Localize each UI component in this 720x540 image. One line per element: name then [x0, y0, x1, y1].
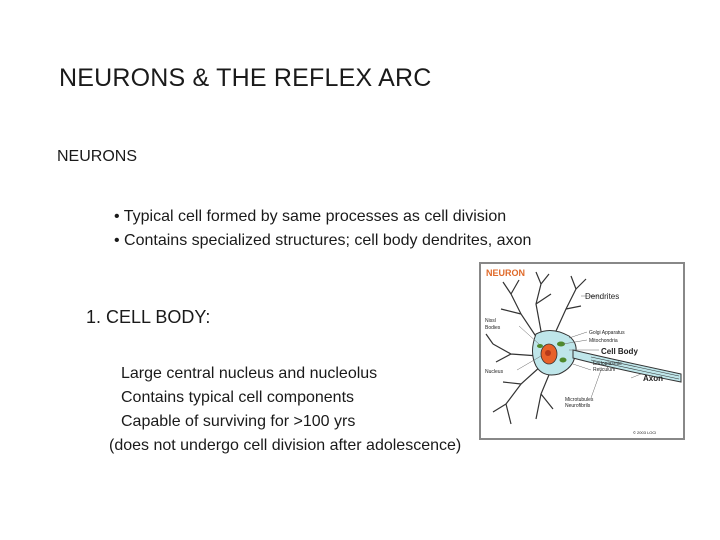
- section-subheading: NEURONS: [57, 148, 138, 165]
- neuron-illustration: NEURON: [485, 268, 682, 435]
- bullet-text: Typical cell formed by same processes as…: [123, 208, 507, 225]
- slide-title: NEURONS & THE REFLEX ARC: [59, 64, 432, 92]
- neurofibril-lines: [590, 356, 680, 380]
- bullet-item: • Typical cell formed by same processes …: [114, 208, 507, 225]
- detail-line: Contains typical cell components: [121, 389, 355, 406]
- label-cell-body: Cell Body: [601, 347, 638, 356]
- numbered-heading: 1. CELL BODY:: [86, 307, 211, 327]
- bullet-item: • Contains specialized structures; cell …: [114, 232, 532, 249]
- neuron-diagram: NEURON: [479, 262, 685, 440]
- cell-body-details: Large central nucleus and nucleolus Cont…: [109, 362, 461, 458]
- detail-line: Large central nucleus and nucleolus: [121, 365, 378, 382]
- label-golgi: Golgi Apparatus: [589, 330, 625, 336]
- detail-line: Capable of surviving for >100 yrs: [121, 413, 356, 430]
- label-nucleus: Nucleus: [485, 369, 504, 375]
- bullet-text: Contains specialized structures; cell bo…: [124, 232, 532, 249]
- label-nissl: Nissl: [485, 318, 496, 324]
- nucleolus-shape: [545, 350, 551, 356]
- label-microtubules: Microtubules: [565, 397, 594, 403]
- mitochondria-shape: [559, 357, 567, 363]
- label-axon: Axon: [643, 374, 663, 383]
- figure-heading: NEURON: [486, 268, 525, 278]
- axon-shape: [572, 349, 682, 383]
- detail-line: (does not undergo cell division after ad…: [109, 437, 462, 454]
- dendrite-branches: [485, 271, 587, 425]
- label-endoplasmic: Endoplasmic: [593, 361, 622, 367]
- label-leader-lines: [516, 295, 642, 399]
- label-reticulum: Reticulum: [593, 367, 615, 373]
- label-mitochondria: Mitochondria: [589, 338, 618, 344]
- nissl-body-shape: [537, 344, 543, 348]
- mitochondria-shape: [557, 341, 565, 347]
- label-neurofibrils: Neurofibrils: [565, 403, 591, 409]
- bullet-list: • Typical cell formed by same processes …: [114, 205, 531, 253]
- label-bodies: Bodies: [485, 325, 501, 331]
- figure-copyright: © 2003 LOCI: [633, 430, 656, 435]
- label-dendrites: Dendrites: [585, 292, 619, 301]
